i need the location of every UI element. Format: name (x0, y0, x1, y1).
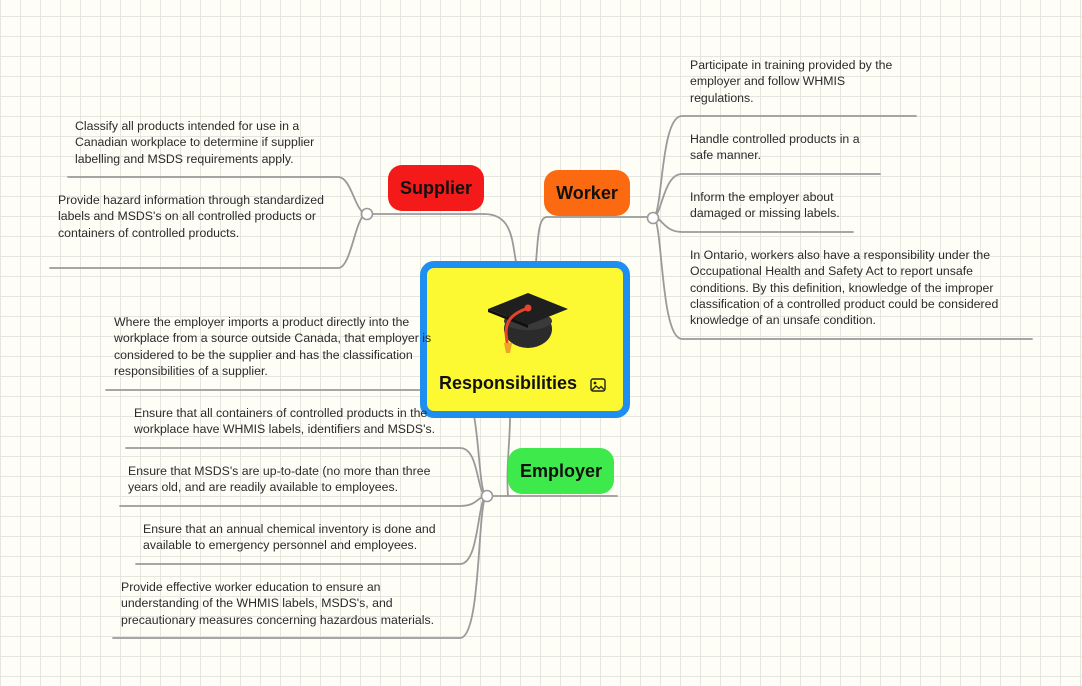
graduation-cap-icon (488, 293, 568, 353)
worker-item[interactable]: Handle controlled products in a safe man… (690, 132, 860, 163)
worker-item[interactable]: Participate in training provided by the … (690, 58, 893, 105)
branch-supplier-label: Supplier (399, 177, 472, 198)
supplier-item[interactable]: Provide hazard information through stand… (58, 193, 324, 240)
supplier-collapse-handle[interactable] (360, 207, 374, 221)
worker-item[interactable]: In Ontario, workers also have a responsi… (690, 248, 999, 328)
branch-supplier[interactable]: Supplier (388, 165, 484, 211)
supplier-item[interactable]: Classify all products intended for use i… (75, 119, 315, 166)
worker-item[interactable]: Inform the employer about damaged or mis… (690, 190, 840, 221)
central-topic[interactable]: Responsibilities (420, 261, 630, 418)
branch-worker-label: Worker (556, 182, 618, 203)
branch-employer-label: Employer (519, 460, 603, 481)
employer-item[interactable]: Where the employer imports a product dir… (114, 315, 432, 378)
image-icon[interactable] (590, 378, 606, 392)
employer-item[interactable]: Ensure that an annual chemical inventory… (143, 522, 436, 553)
branch-worker[interactable]: Worker (544, 170, 630, 216)
worker-collapse-handle[interactable] (646, 211, 660, 225)
employer-item[interactable]: Ensure that all containers of controlled… (134, 406, 436, 437)
employer-collapse-handle[interactable] (480, 489, 494, 503)
employer-item[interactable]: Ensure that MSDS's are up-to-date (no mo… (128, 464, 431, 495)
central-topic-title: Responsibilities (439, 373, 578, 393)
branch-employer[interactable]: Employer (508, 448, 614, 494)
employer-item[interactable]: Provide effective worker education to en… (121, 580, 435, 627)
